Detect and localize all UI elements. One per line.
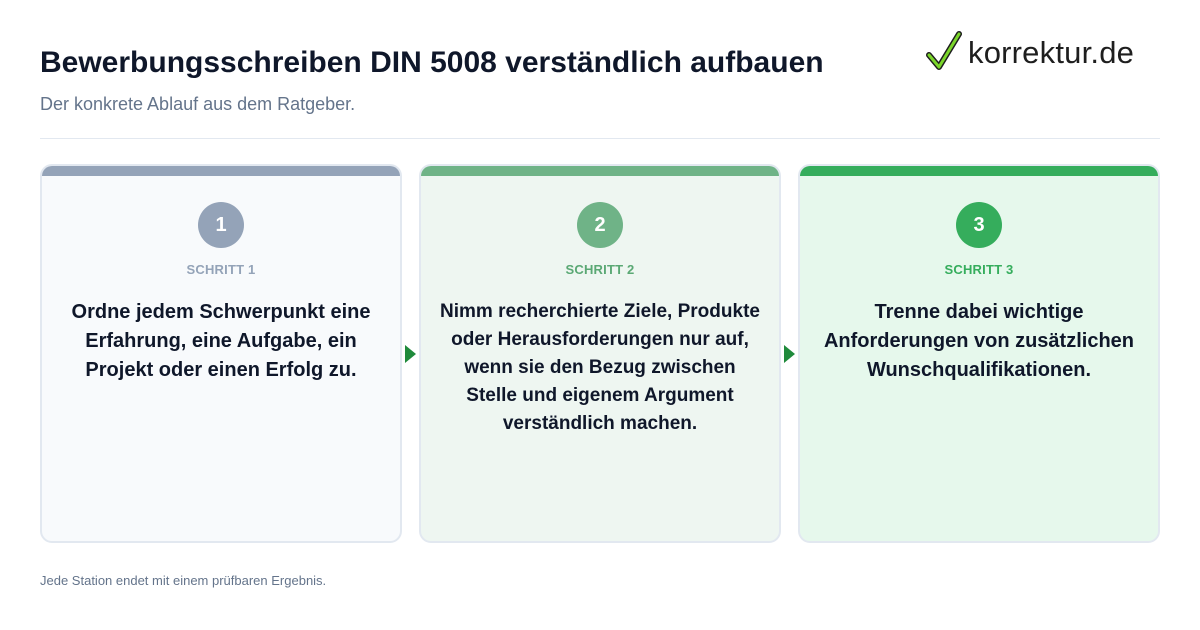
page-title: Bewerbungsschreiben DIN 5008 verständlic… (40, 46, 824, 79)
logo-text: korrektur.de (968, 34, 1135, 70)
step-label: SCHRITT 1 (186, 262, 256, 277)
footer-note: Jede Station endet mit einem prüfbaren E… (40, 573, 327, 588)
step-number-badge: 3 (956, 202, 1002, 248)
arrow-right-icon (405, 345, 416, 363)
step-card-bar (42, 166, 400, 176)
step-number-badge: 1 (198, 202, 244, 248)
step-description: Nimm recherchierte Ziele, Produkte oder … (440, 301, 760, 434)
step-label: SCHRITT 3 (944, 262, 1014, 277)
step-card-3: 3 SCHRITT 3 Trenne dabei wichtige Anford… (798, 164, 1160, 543)
step-number-badge: 2 (577, 202, 623, 248)
step-card-2: 2 SCHRITT 2 Nimm recherchierte Ziele, Pr… (419, 164, 781, 543)
checkmark-icon (926, 31, 962, 70)
arrow-right-icon (784, 345, 795, 363)
step-label: SCHRITT 2 (565, 262, 635, 277)
header-divider (40, 138, 1160, 139)
step-card-1: 1 SCHRITT 1 Ordne jedem Schwerpunkt eine… (40, 164, 402, 543)
step-card-bar (800, 166, 1158, 176)
step-description: Trenne dabei wichtige Anforderungen von … (823, 301, 1135, 381)
page-subtitle: Der konkrete Ablauf aus dem Ratgeber. (40, 94, 356, 114)
step-description: Ordne jedem Schwerpunkt eine Erfahrung, … (71, 301, 371, 381)
brand-logo[interactable]: korrektur.de (926, 30, 1160, 74)
step-card-bar (421, 166, 779, 176)
